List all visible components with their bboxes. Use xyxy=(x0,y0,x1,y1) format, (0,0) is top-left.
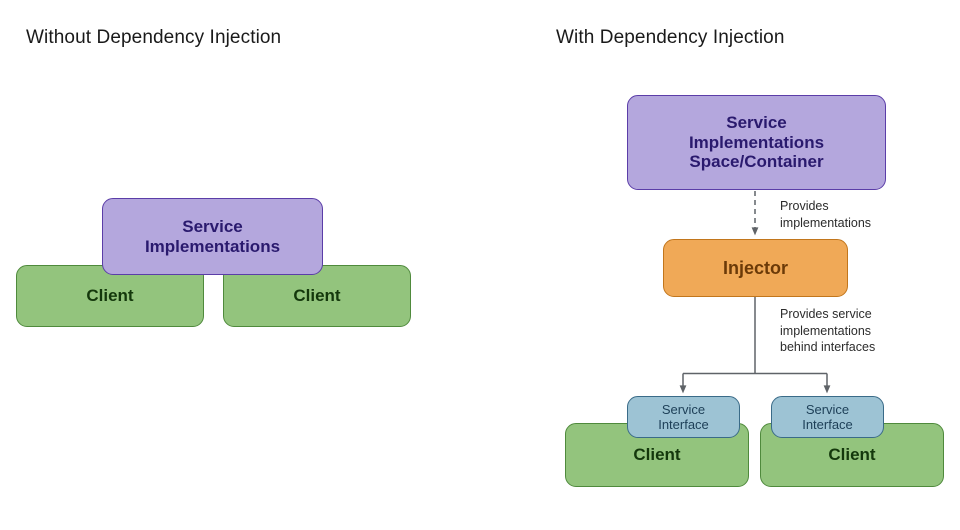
node-injector: Injector xyxy=(663,239,848,297)
page-title-without-di: Without Dependency Injection xyxy=(26,27,282,48)
node-client-left-1: Client xyxy=(16,265,204,327)
page-title-with-di: With Dependency Injection xyxy=(556,27,785,48)
